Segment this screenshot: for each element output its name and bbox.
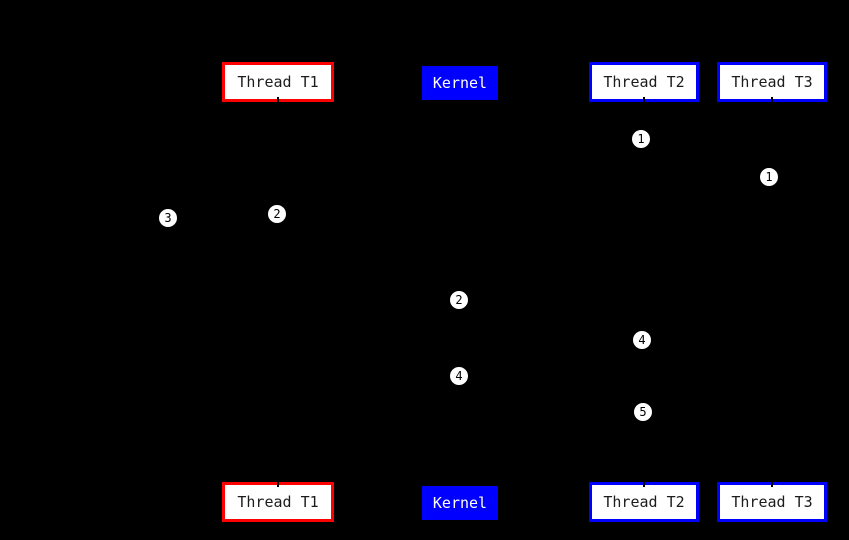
step-marker-4: 4	[449, 366, 469, 386]
entity-box-thread-t2-bottom: Thread T2	[589, 482, 699, 522]
entity-box-thread-t3-bottom: Thread T3	[717, 482, 827, 522]
entity-label: Kernel	[432, 74, 488, 92]
step-marker-3: 3	[158, 208, 178, 228]
entity-label: Kernel	[432, 494, 488, 512]
lifeline-tick-thread-t1-bottom	[277, 480, 279, 487]
lifeline-tick-thread-t2-top	[643, 97, 645, 104]
entity-box-kernel-top: Kernel	[422, 66, 498, 100]
entity-label: Thread T1	[237, 73, 319, 91]
step-marker-1: 1	[631, 129, 651, 149]
entity-box-thread-t2-top: Thread T2	[589, 62, 699, 102]
lifeline-tick-thread-t2-bottom	[643, 480, 645, 487]
entity-label: Thread T1	[237, 493, 319, 511]
entity-box-thread-t1-bottom: Thread T1	[222, 482, 334, 522]
entity-label: Thread T3	[731, 73, 813, 91]
entity-label: Thread T2	[603, 73, 685, 91]
entity-box-thread-t3-top: Thread T3	[717, 62, 827, 102]
lifeline-tick-thread-t3-bottom	[771, 480, 773, 487]
entity-box-thread-t1-top: Thread T1	[222, 62, 334, 102]
step-marker-1: 1	[759, 167, 779, 187]
entity-label: Thread T3	[731, 493, 813, 511]
step-marker-4: 4	[632, 330, 652, 350]
entity-box-kernel-bottom: Kernel	[422, 486, 498, 520]
lifeline-tick-thread-t1-top	[277, 97, 279, 104]
lifeline-tick-thread-t3-top	[771, 97, 773, 104]
step-marker-2: 2	[449, 290, 469, 310]
step-marker-2: 2	[267, 204, 287, 224]
step-marker-5: 5	[633, 402, 653, 422]
entity-label: Thread T2	[603, 493, 685, 511]
